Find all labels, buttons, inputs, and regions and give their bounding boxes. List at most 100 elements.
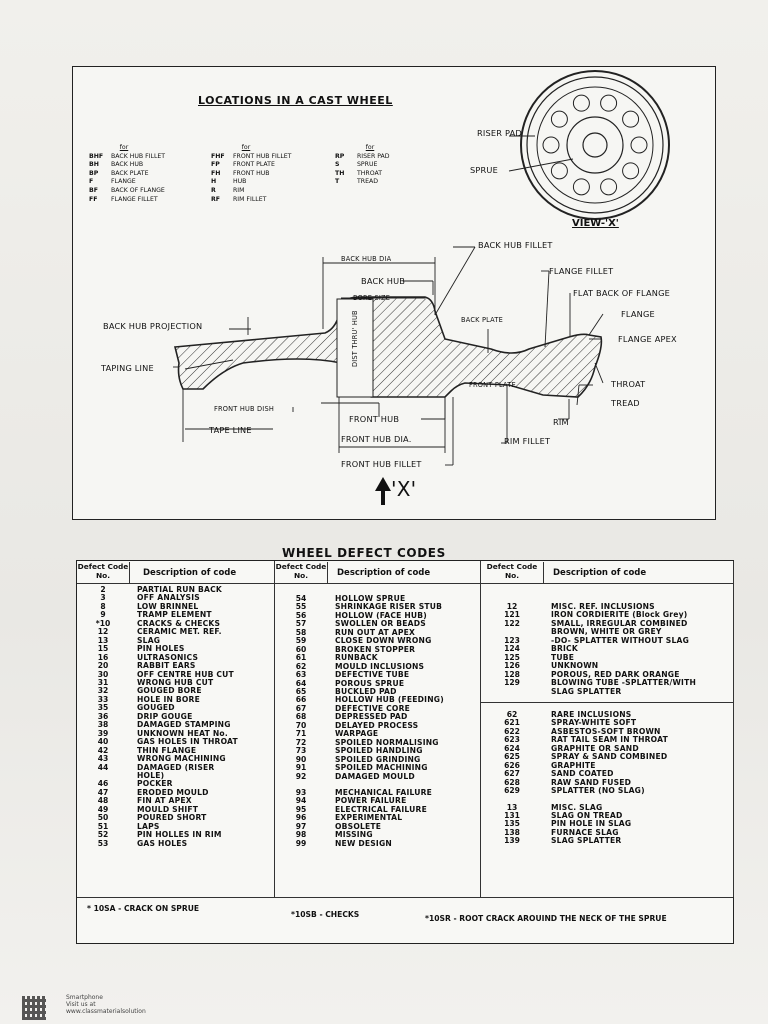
defect-code: 66 [295,695,307,705]
defect-description: DAMAGED MOULD [335,771,415,781]
defect-description: POCKER [137,779,173,789]
defect-description: RUNBACK [335,653,378,663]
defect-description: SLAG SPLATTER [551,686,622,696]
defect-description: SPOILED NORMALISING [335,737,439,747]
abbreviation-meaning: FLANGE [111,178,136,186]
defect-code: 99 [295,838,307,848]
defect-description: TUBE [551,652,575,662]
defect-description: SMALL, IRREGULAR COMBINED [551,618,688,628]
riser-circle [600,94,618,112]
header-description: Description of code [553,568,647,578]
riser-circle [550,110,568,128]
abbreviation-meaning: RISER PAD [357,152,390,160]
defect-code: 12 [506,602,518,611]
abbreviation-code: FP [211,161,220,169]
brand-line-1: Smartphone [66,994,103,1001]
defect-code: 122 [504,618,520,628]
header-code: Defect Code No. [481,562,544,583]
defect-description: MOULD INCLUSIONS [335,661,425,671]
defect-code: 9 [100,610,106,620]
abbreviation-meaning: FRONT HUB [233,169,270,177]
footnotes: * 10SA - CRACK ON SPRUE *10SB - CHECKS *… [77,897,733,923]
label-rim: RIM [553,417,569,427]
defect-description: PARTIAL RUN BACK [137,585,222,594]
label-front-hub-dia: FRONT HUB DIA. [341,434,412,444]
defect-description: DEFECTIVE TUBE [335,670,410,680]
defect-code: 13 [506,802,518,812]
defect-description: TRAMP ELEMENT [137,610,212,620]
defect-code: 36 [97,711,109,721]
defect-description: HOLE) [137,770,165,780]
abbreviation-code: BH [89,161,99,169]
abbreviation-code: FHF [211,152,225,160]
abbreviation-code: BHF [89,152,104,160]
defect-description: CLOSE DOWN WRONG [335,636,432,646]
defect-code: 44 [97,762,109,772]
defect-code: 622 [504,726,520,736]
abbreviation-meaning: SPRUE [357,161,378,169]
defect-description: SLAG [137,635,161,645]
defect-code: 71 [295,729,307,739]
brand-line-2: Visit us at [66,1001,96,1008]
defect-code: 16 [97,652,109,662]
defect-description: DAMAGED STAMPING [137,720,231,730]
defect-description: WRONG HUB CUT [137,677,214,687]
brand-line-3: www.classmaterialsolution [66,1008,146,1015]
defect-code: 129 [504,678,520,688]
defect-code: 54 [295,594,307,603]
defect-description: DRIP GOUGE [137,711,193,721]
label-dist-thru-hub: DIST THRU' HUB [351,310,359,367]
abbreviation-code: S [335,161,340,169]
defect-row: SLAG SPLATTER [481,686,733,696]
wheel-cross-section [173,296,603,398]
defect-description: -DO- SPLATTER WITHOUT SLAG [551,635,690,645]
wheel-section-drawing [173,70,670,505]
defect-code: 48 [97,796,109,806]
defect-code: 138 [504,827,520,837]
footer-brand: Smartphone Visit us at www.classmaterial… [66,994,146,1015]
defect-description: SHRINKAGE RISER STUB [335,602,443,612]
defect-description: MECHANICAL FAILURE [335,787,433,797]
label-back-hub: BACK HUB [361,276,406,286]
defect-code: 35 [97,703,109,713]
defect-description: PIN HOLES [137,644,185,654]
defect-description: CERAMIC MET. REF. [137,627,222,637]
defect-description: SLAG SPLATTER [551,836,622,846]
abbreviation-code: F [89,178,94,186]
abbreviation-meaning: HUB [233,178,247,186]
defect-code: 126 [504,661,520,671]
abbreviation-meaning: BACK HUB [111,161,144,169]
defect-code: 125 [504,652,520,662]
defect-code: 47 [97,787,109,797]
abbreviation-meaning: RIM [233,186,245,194]
label-back-hub-dia: BACK HUB DIA [341,255,392,263]
